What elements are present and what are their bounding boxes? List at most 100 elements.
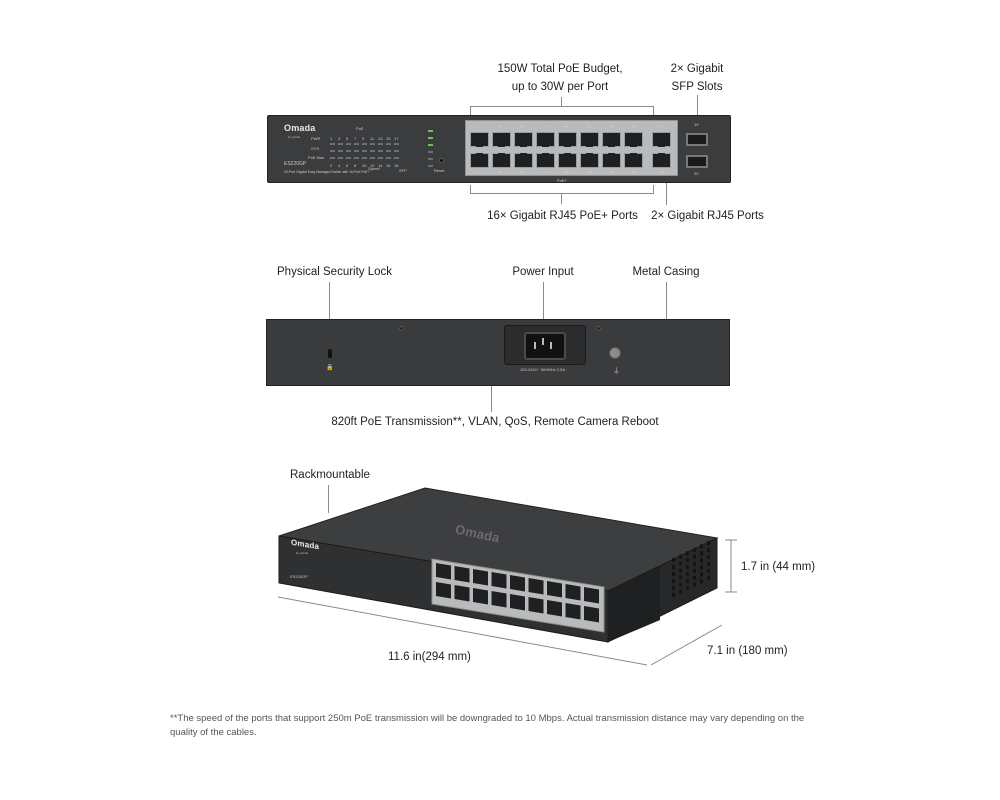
rj45-port[interactable] (492, 132, 511, 147)
iso-vent-slot (700, 551, 703, 556)
iso-vent-slot (707, 541, 710, 545)
rj45-port[interactable] (536, 153, 555, 168)
casing-callout: Metal Casing (632, 266, 700, 278)
rj45-port[interactable] (514, 132, 533, 147)
iso-vent-slot (693, 547, 696, 552)
rj45-port[interactable] (558, 153, 577, 168)
port-number-top: 5 (521, 124, 524, 129)
rj45-port[interactable] (624, 132, 643, 147)
iso-vent-slot (707, 548, 710, 552)
port-number-bottom: 4 (499, 169, 502, 174)
rj45-port[interactable] (492, 153, 511, 168)
security-lock-slot[interactable] (328, 349, 332, 358)
front-brand-sub: by tp-link (288, 135, 301, 139)
port-number-top: 13 (609, 124, 614, 129)
iso-vent-slot (700, 579, 703, 584)
rj45-poe-leader (561, 193, 562, 204)
iso-rj45-port (473, 588, 488, 605)
power-rating: 100-240V~ 50/60Hz 2.5A (520, 367, 566, 372)
sfp-slot-19[interactable] (686, 133, 708, 146)
iso-vent-slot (686, 551, 689, 556)
iso-vent-slot (700, 558, 703, 563)
iso-vent-slot (707, 555, 710, 559)
front-description: 20-Port Gigabit Easy Managed Switch with… (284, 170, 370, 174)
iso-rj45-port (547, 600, 562, 617)
port-number-bottom: 18 (659, 169, 664, 174)
rj45-port[interactable] (652, 132, 671, 147)
port-number-top: 9 (565, 124, 568, 129)
sfp-slot-20[interactable] (686, 155, 708, 168)
iso-vent-slot (686, 565, 689, 570)
iso-vent-slot (707, 562, 710, 566)
rj45-plain-leader (666, 183, 667, 205)
iso-vent-slot (672, 565, 675, 569)
rj45-port[interactable] (624, 153, 643, 168)
rj45-port[interactable] (580, 132, 599, 147)
features-leader (491, 386, 492, 412)
casing-leader (666, 282, 667, 320)
iso-vent-slot (693, 561, 696, 566)
rj45-poe-bracket (470, 185, 654, 194)
iso-vent-slot (686, 586, 689, 591)
sfp-num-19: 19 (694, 122, 699, 127)
iso-vent-slot (679, 589, 682, 594)
poe-plus-label: PoE+ (557, 178, 567, 183)
iso-vent-slot (672, 593, 675, 597)
port-number-top: 1 (477, 124, 480, 129)
iso-rj45-port (565, 584, 581, 601)
height-callout: 1.7 in (44 mm) (741, 561, 816, 573)
features-callout: 820ft PoE Transmission**, VLAN, QoS, Rem… (331, 416, 659, 428)
port-number-bottom: 2 (477, 169, 480, 174)
rj45-plain-callout: 2× Gigabit RJ45 Ports (651, 210, 764, 222)
rj45-port[interactable] (470, 153, 489, 168)
rj45-port[interactable] (536, 132, 555, 147)
iso-vent-slot (707, 576, 710, 580)
rear-screw-left (399, 326, 404, 331)
front-led-num-bottom: 12 (370, 163, 375, 168)
iso-vent-slot (679, 582, 682, 587)
lock-icon: 🔒 (326, 365, 334, 371)
rack-callout: Rackmountable (290, 469, 370, 481)
front-led-num-top: 3 (338, 136, 341, 141)
front-led-row-2 (330, 150, 399, 152)
power-callout: Power Input (512, 266, 574, 278)
speed-label: Speed (368, 166, 380, 171)
rj45-port[interactable] (514, 153, 533, 168)
front-led-num-top: 17 (394, 136, 399, 141)
iso-vent-slot (700, 544, 703, 549)
poe-budget-leader (561, 97, 562, 106)
port-number-bottom: 16 (631, 169, 636, 174)
port-number-top: 7 (543, 124, 546, 129)
iso-vent-slot (679, 568, 682, 573)
front-led-num-bottom: 14 (378, 163, 383, 168)
iso-vent-slot (672, 586, 675, 590)
power-leader (543, 282, 544, 332)
iso-vent-slot (672, 579, 675, 583)
port-number-top: 17 (659, 124, 664, 129)
ground-symbol-icon: ⏚ (613, 368, 620, 375)
iso-rj45-port (454, 566, 470, 583)
iso-rj45-port (473, 569, 488, 586)
reset-button[interactable] (439, 158, 444, 163)
rj45-port[interactable] (558, 132, 577, 147)
poe-budget-line2: up to 30W per Port (511, 81, 609, 93)
iso-rj45-port (547, 581, 562, 598)
iso-side-vents (672, 541, 710, 597)
rj45-port[interactable] (602, 153, 621, 168)
iso-vent-slot (707, 569, 710, 573)
rj45-port[interactable] (470, 132, 489, 147)
lock-callout: Physical Security Lock (277, 266, 393, 278)
iso-model: ES220GP (290, 574, 308, 579)
rj45-port[interactable] (652, 153, 671, 168)
front-led-num-bottom: 2 (330, 163, 333, 168)
sfp-callout-line2: SFP Slots (671, 81, 723, 93)
front-led-num-bottom: 10 (362, 163, 367, 168)
port-number-top: 3 (499, 124, 502, 129)
rack-leader (328, 485, 329, 513)
rj45-port[interactable] (580, 153, 599, 168)
rj45-port[interactable] (602, 132, 621, 147)
poe-budget-line1: 150W Total PoE Budget, (497, 63, 623, 75)
width-dimension-line (277, 596, 648, 666)
power-input-socket[interactable] (524, 332, 566, 360)
